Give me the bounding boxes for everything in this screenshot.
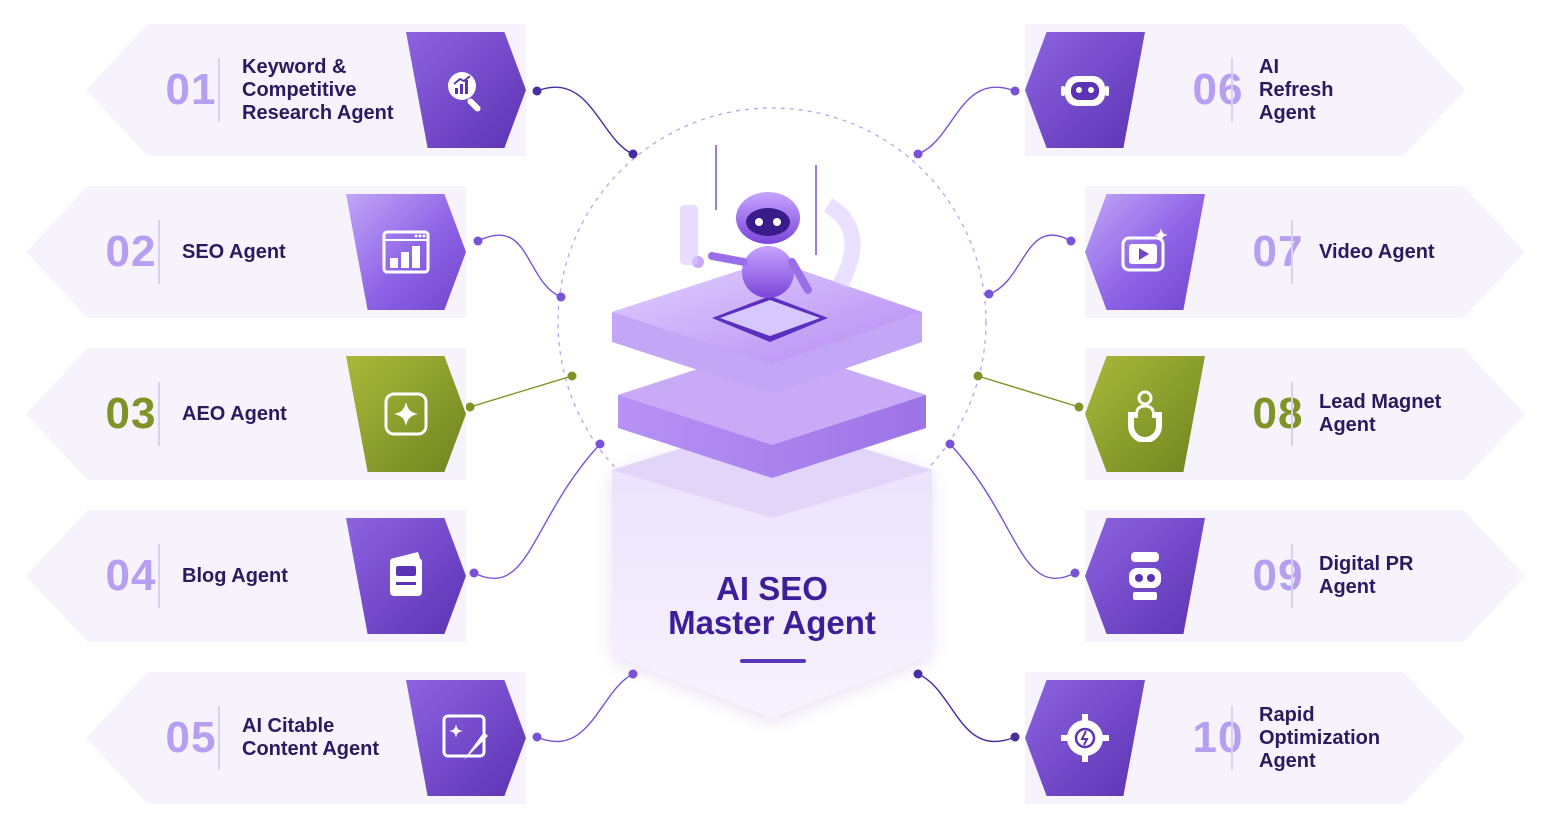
video-play-icon: [1085, 194, 1205, 310]
connector-01: [536, 86, 634, 155]
agent-card-07[interactable]: 07 Video Agent: [1085, 186, 1525, 318]
agent-label: AI Citable Content Agent: [242, 715, 380, 760]
center-title-line2: Master Agent: [668, 604, 876, 641]
card-divider: [158, 220, 160, 284]
agent-label: Rapid Optimization Agent: [1259, 703, 1381, 772]
agent-label: Video Agent: [1319, 240, 1435, 263]
connector-10: [917, 673, 1016, 743]
card-divider: [1291, 544, 1293, 608]
card-divider: [1231, 706, 1233, 770]
connector-05: [536, 673, 634, 743]
agent-number: 07: [1252, 227, 1304, 276]
agent-card-03[interactable]: 03 AEO Agent: [26, 348, 466, 480]
connector-04: [473, 443, 601, 580]
agent-number: 03: [105, 389, 157, 438]
sparkle-icon: [346, 356, 466, 472]
notebook-icon: [346, 518, 466, 634]
agent-number: 02: [105, 227, 157, 276]
agent-card-04[interactable]: 04 Blog Agent: [26, 510, 466, 642]
robot-face-icon: [1025, 32, 1145, 148]
center-title: AI SEO Master Agent: [612, 572, 932, 640]
connector-06: [917, 86, 1016, 155]
card-divider: [1291, 382, 1293, 446]
agent-label: Lead Magnet Agent: [1319, 391, 1442, 436]
agent-label: AEO Agent: [182, 402, 287, 425]
agent-number: 09: [1252, 551, 1304, 600]
agent-number: 01: [165, 65, 217, 114]
center-title-underline: [740, 659, 806, 663]
magnifier-chart-icon: [406, 32, 526, 148]
agent-label: SEO Agent: [182, 240, 286, 263]
connector-07: [988, 234, 1072, 295]
connector-08: [977, 375, 1080, 408]
agent-number: 10: [1192, 713, 1244, 762]
bar-chart-window-icon: [346, 194, 466, 310]
agent-number: 08: [1252, 389, 1304, 438]
agent-card-08[interactable]: 08 Lead Magnet Agent: [1085, 348, 1525, 480]
agent-number: 06: [1192, 65, 1244, 114]
connector-09: [949, 443, 1076, 580]
center-stack-illustration: [612, 145, 932, 718]
card-divider: [158, 544, 160, 608]
connector-03: [469, 375, 573, 408]
card-divider: [1291, 220, 1293, 284]
agent-card-06[interactable]: 06 AI Refresh Agent: [1025, 24, 1465, 156]
agent-number: 04: [105, 551, 157, 600]
card-divider: [158, 382, 160, 446]
connector-02: [477, 234, 562, 298]
magnet-person-icon: [1085, 356, 1205, 472]
pencil-sparkle-icon: [406, 680, 526, 796]
card-divider: [218, 706, 220, 770]
agent-label: Digital PR Agent: [1319, 553, 1414, 598]
agent-label: AI Refresh Agent: [1259, 55, 1334, 124]
agent-label: Keyword & Competitive Research Agent: [242, 55, 394, 124]
agent-card-01[interactable]: 01 Keyword & Competitive Research Agent: [86, 24, 526, 156]
card-divider: [1231, 58, 1233, 122]
agent-number: 05: [165, 713, 217, 762]
agent-label: Blog Agent: [182, 564, 288, 587]
agent-card-09[interactable]: 09 Digital PR Agent: [1085, 510, 1525, 642]
card-divider: [218, 58, 220, 122]
brain-gear-icon: [1025, 680, 1145, 796]
center-title-line1: AI SEO: [716, 570, 828, 607]
agent-card-10[interactable]: 10 Rapid Optimization Agent: [1025, 672, 1465, 804]
robot-chat-icon: [1085, 518, 1205, 634]
agent-card-05[interactable]: 05 AI Citable Content Agent: [86, 672, 526, 804]
agent-card-02[interactable]: 02 SEO Agent: [26, 186, 466, 318]
